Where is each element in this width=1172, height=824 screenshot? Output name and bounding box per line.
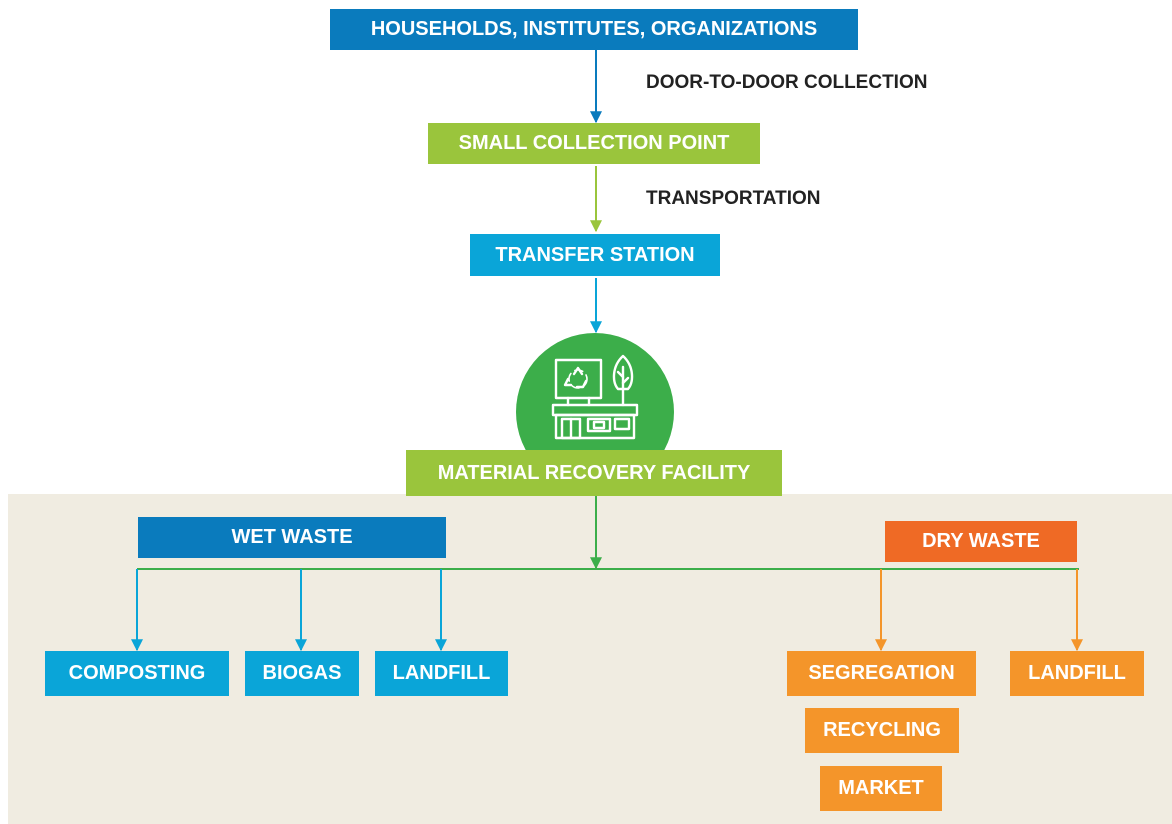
node-transfer-station: TRANSFER STATION — [470, 234, 720, 276]
node-landfill-dry: LANDFILL — [1010, 651, 1144, 696]
node-households: HOUSEHOLDS, INSTITUTES, ORGANIZATIONS — [330, 9, 858, 50]
node-composting: COMPOSTING — [45, 651, 229, 696]
node-material-recovery-facility: MATERIAL RECOVERY FACILITY — [406, 450, 782, 496]
node-segregation: SEGREGATION — [787, 651, 976, 696]
node-dry-waste: DRY WASTE — [885, 521, 1077, 562]
node-landfill-wet: LANDFILL — [375, 651, 508, 696]
edge-label-transportation: TRANSPORTATION — [646, 188, 821, 209]
node-small-collection-point: SMALL COLLECTION POINT — [428, 123, 760, 164]
edge-label-door-to-door: DOOR-TO-DOOR COLLECTION — [646, 72, 928, 93]
node-market: MARKET — [820, 766, 942, 811]
node-biogas: BIOGAS — [245, 651, 359, 696]
node-recycling: RECYCLING — [805, 708, 959, 753]
node-wet-waste: WET WASTE — [138, 517, 446, 558]
recycling-facility-icon — [551, 354, 639, 440]
